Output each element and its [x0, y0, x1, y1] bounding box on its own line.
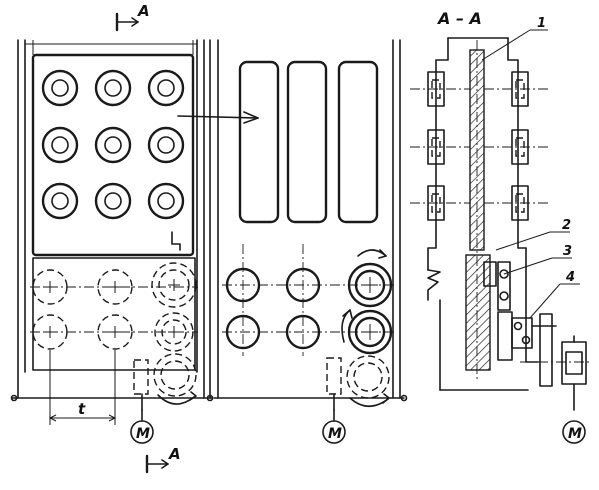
callout-1: 1 [481, 16, 548, 61]
section-view: A – A [410, 9, 590, 411]
callout-3-label: 3 [563, 244, 572, 259]
motor-label: M [136, 426, 150, 442]
motor-right: M [562, 420, 586, 444]
ring-hole [41, 126, 79, 164]
ring-hole [41, 69, 79, 107]
dimension-t-label: t [78, 400, 86, 418]
section-marker-bottom-label: A [168, 445, 181, 463]
motor-left: M [130, 409, 154, 444]
ring-hole [147, 182, 185, 220]
ring-hole-grid [41, 69, 185, 220]
hook-mark [171, 231, 181, 251]
motor-label: M [568, 426, 582, 442]
middle-rollers [222, 244, 395, 356]
ring-hole [147, 69, 185, 107]
ring-hole [94, 182, 132, 220]
hidden-rollers [30, 262, 198, 352]
ring-hole [41, 182, 79, 220]
transfer-arrow [177, 111, 259, 124]
callout-2: 2 [495, 218, 571, 251]
callout-3: 3 [503, 244, 572, 275]
callout-2-label: 2 [562, 218, 571, 233]
callout-4-label: 4 [565, 270, 575, 285]
drive-roller-left [133, 353, 197, 411]
drive-roller-middle [326, 355, 390, 411]
motor-label: M [328, 426, 342, 442]
ring-hole [94, 126, 132, 164]
section-marker-bottom: A [145, 445, 181, 474]
side-bracket-left [410, 71, 470, 221]
middle-panel [209, 39, 408, 402]
section-title: A – A [436, 9, 482, 28]
callout-4: 4 [529, 270, 580, 319]
ring-hole [147, 126, 185, 164]
left-panel [10, 39, 214, 402]
motor-middle: M [322, 409, 346, 444]
dimension-t: t [48, 350, 117, 425]
callout-1-label: 1 [537, 16, 546, 31]
ring-hole [94, 69, 132, 107]
side-bracket-right [484, 71, 548, 221]
section-marker-top-label: A [137, 2, 150, 20]
section-marker-top: A [115, 2, 150, 32]
carriage [465, 254, 491, 371]
